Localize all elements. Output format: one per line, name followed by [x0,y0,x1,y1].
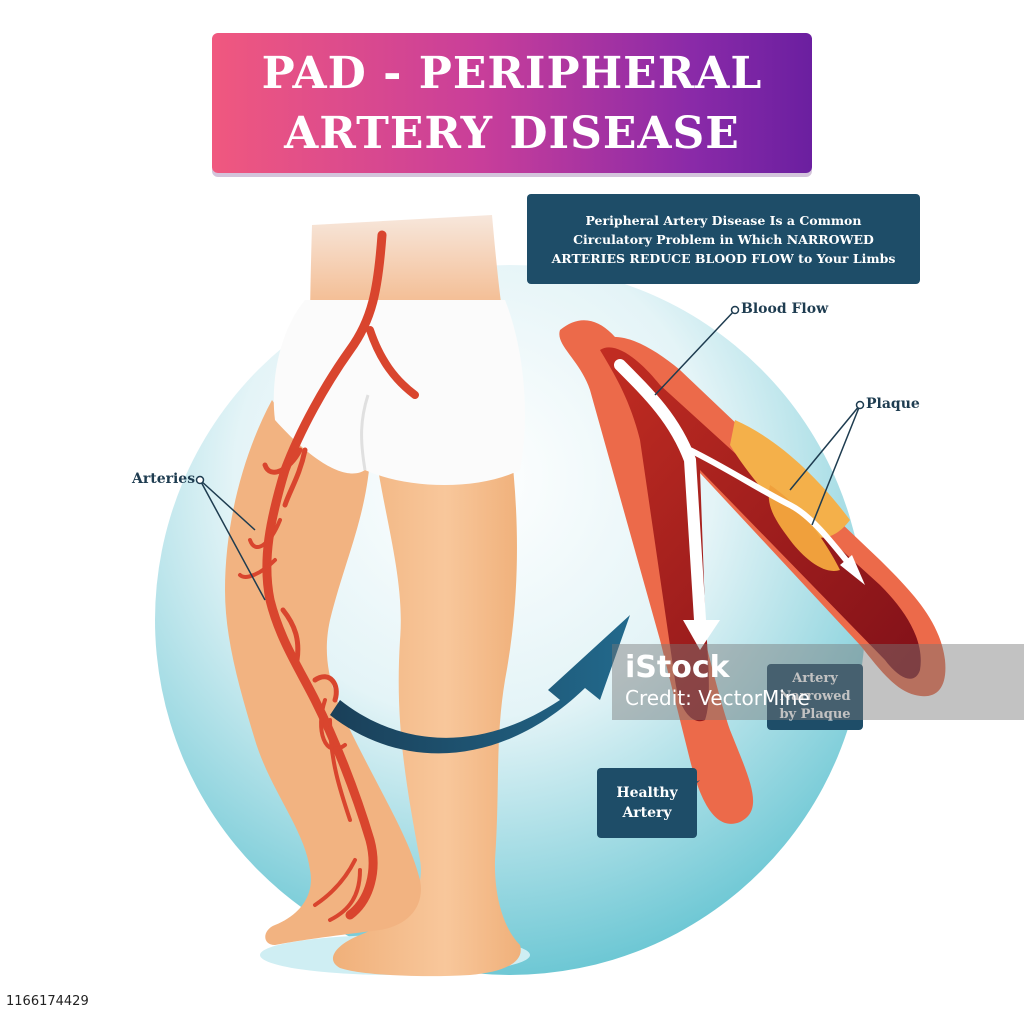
narrowed-artery-box: Artery Narrowed by Plaque [767,664,863,730]
description-line-2: Circulatory Problem in Which NARROWED [573,231,874,247]
title-line-1: PAD - PERIPHERAL [261,48,763,99]
narrowed-line-3: by Plaque [779,707,851,722]
title-line-2: ARTERY DISEASE [284,108,740,159]
right-leg [332,440,521,977]
arteries-label: Arteries [132,471,196,487]
description-line-3: ARTERIES REDUCE BLOOD FLOW to Your Limbs [551,250,896,266]
watermark-logo: iStock [625,650,730,685]
blood-flow-label: Blood Flow [741,301,829,317]
description-line-1: Peripheral Artery Disease Is a Common [585,212,862,228]
page-title: PAD - PERIPHERAL ARTERY DISEASE [212,44,812,164]
plaque-label: Plaque [866,396,920,412]
callout-lines [195,305,865,601]
narrowed-line-2: Narrowed [779,689,851,704]
stock-id: 1166174429 [6,994,89,1009]
watermark-credit: Credit: VectorMine [625,686,810,710]
artery-vessel [559,320,946,824]
healthy-line-1: Healthy [616,785,678,801]
narrowed-line-1: Artery [792,671,838,686]
healthy-line-2: Artery [622,805,672,821]
healthy-artery-box: Healthy Artery [597,768,697,838]
zoom-arrow [330,615,630,754]
description-box: Peripheral Artery Disease Is a Common Ci… [527,194,920,284]
watermark-band [612,644,1024,720]
leg-arteries [238,230,419,922]
title-banner [212,33,812,173]
underwear [273,300,525,485]
